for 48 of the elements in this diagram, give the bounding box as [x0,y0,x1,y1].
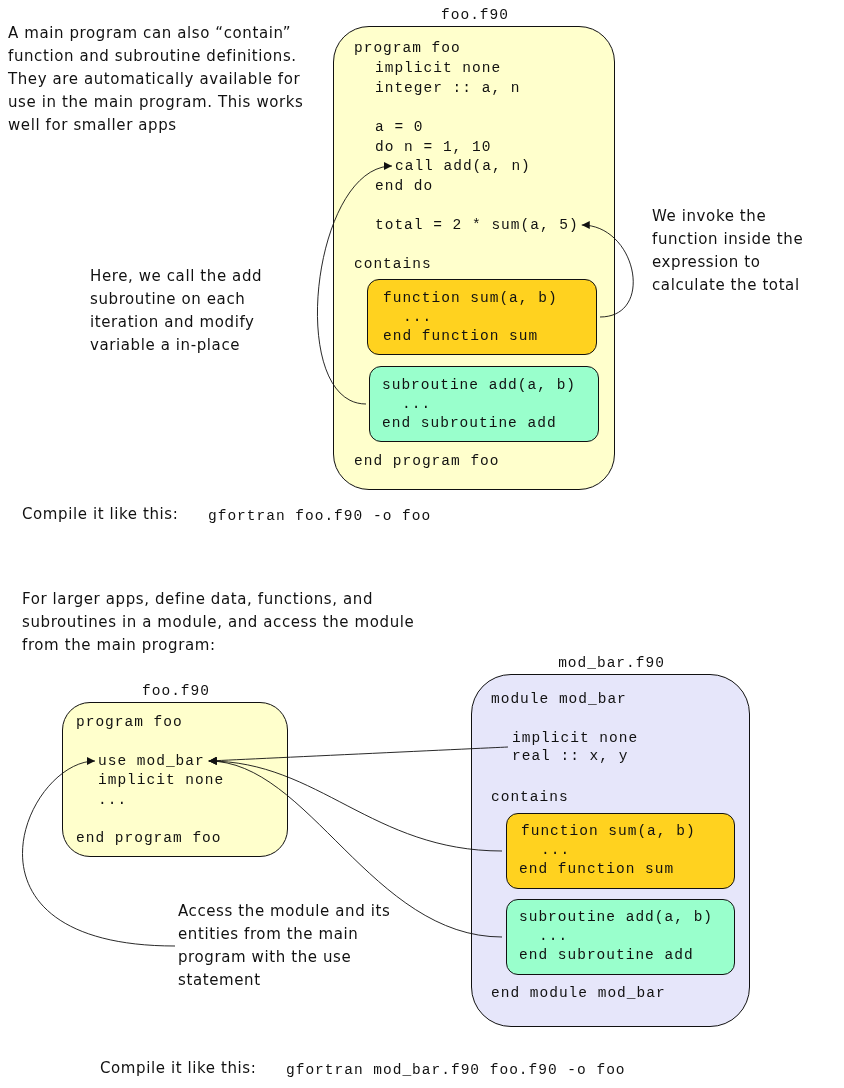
code-line: integer :: a, n [375,79,521,97]
caption-text: Compile it like this: [100,1058,257,1079]
code-block [367,279,597,355]
code-line: use mod_bar [98,752,205,770]
intro-text: For larger apps, define data, functions, and subroutines in a module, and access the module from the main program: [22,589,416,656]
command-text: gfortran foo.f90 -o foo [208,507,432,525]
code-line: end do [375,177,434,195]
caption-text: Compile it like this: [22,504,179,525]
file-name: foo.f90 [141,682,211,700]
code-line: subroutine add(a, b) [382,376,577,394]
annotation-text: Access the module and its entities from the main program with the use statement [178,900,428,992]
code-line: end subroutine add [382,414,557,432]
code-line: program foo [76,713,183,731]
annotation-text: Here, we call the add subroutine on each iteration and modify variable a in-place [90,266,264,356]
code-line: end program foo [354,452,500,470]
command-text: gfortran mod_bar.f90 foo.f90 -o foo [286,1061,626,1079]
code-line: a = 0 [375,118,424,136]
code-line: end subroutine add [519,946,694,964]
code-line: function sum(a, b) [521,822,696,840]
code-line: end module mod_bar [491,984,666,1002]
code-line: implicit none [512,729,639,747]
code-line: ... [402,395,432,413]
file-name: foo.f90 [440,6,510,24]
code-block [506,899,735,975]
code-block [369,366,599,442]
code-line: call add(a, n) [395,157,531,175]
code-line: implicit none [375,59,502,77]
code-line: end program foo [76,829,222,847]
annotation-text: A main program can also “contain” function and subroutine definitions. They are automatically available for use in the main program. This works well for smaller apps [8,23,305,136]
code-block [506,813,735,889]
code-line: contains [354,255,432,273]
code-line: ... [541,841,571,859]
code-line: ... [98,791,128,809]
code-line: implicit none [98,771,225,789]
code-line: module mod_bar [491,690,627,708]
code-line: program foo [354,39,461,57]
code-line: ... [403,308,433,326]
file-name: mod_bar.f90 [557,654,666,672]
code-line: subroutine add(a, b) [519,908,714,926]
code-line: do n = 1, 10 [375,138,492,156]
code-line: ... [539,927,569,945]
code-line: end function sum [383,327,539,345]
code-line: function sum(a, b) [383,289,558,307]
code-line: end function sum [519,860,675,878]
annotation-text: We invoke the function inside the expression to calculate the total [652,206,805,296]
code-line: total = 2 * sum(a, 5) [375,216,579,234]
code-line: real :: x, y [512,747,630,765]
code-line: contains [491,788,569,806]
